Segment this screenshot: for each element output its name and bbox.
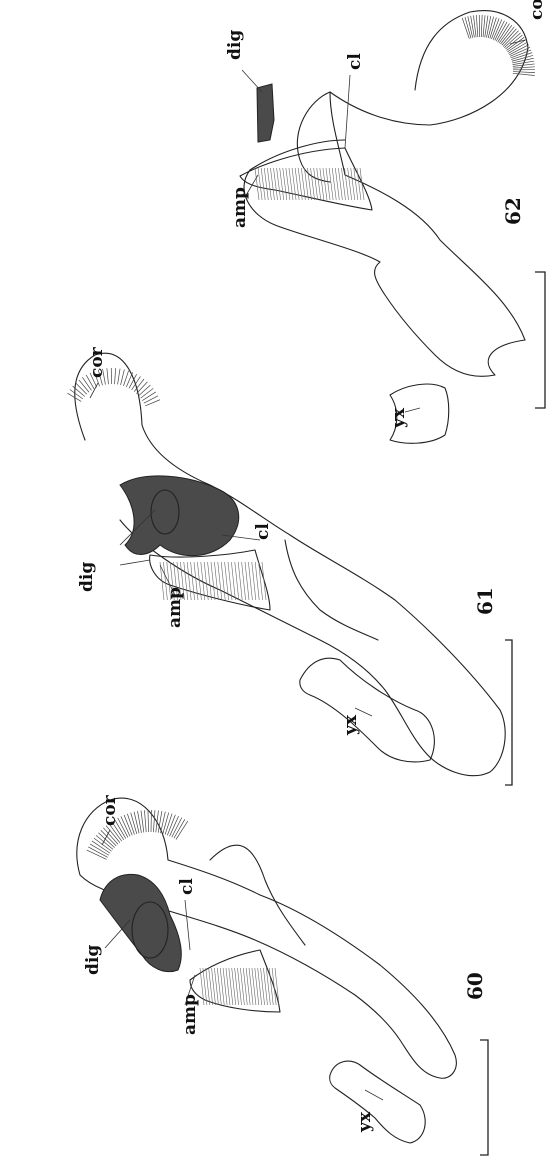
hatch-line bbox=[255, 562, 259, 600]
fig62-cuspis-hatch bbox=[255, 168, 364, 200]
corona-spine bbox=[498, 24, 510, 43]
corona-spine bbox=[504, 33, 520, 48]
corona-spine bbox=[76, 383, 87, 394]
fig62-number: 62 bbox=[501, 197, 525, 225]
hatch-line bbox=[242, 562, 246, 600]
corona-spine bbox=[153, 810, 155, 832]
hatch-line bbox=[245, 562, 249, 600]
fig62-dig-leader bbox=[242, 70, 262, 92]
hatch-line bbox=[238, 562, 242, 600]
hatch-line bbox=[262, 562, 266, 600]
hatch-line bbox=[248, 562, 252, 600]
corona-spine bbox=[96, 835, 113, 849]
fig61-juxta-leader bbox=[355, 708, 372, 716]
fig61-label-cor: cor bbox=[87, 346, 107, 378]
corona-spine bbox=[82, 377, 91, 390]
fig60-cuspis-hatch bbox=[200, 968, 279, 1005]
corona-spine bbox=[118, 369, 120, 385]
hatch-line bbox=[204, 562, 208, 600]
hatch-line bbox=[231, 562, 235, 600]
fig62-valve-outline bbox=[244, 11, 528, 377]
corona-spine bbox=[70, 390, 83, 399]
corona-spine bbox=[79, 380, 89, 392]
hatch-line bbox=[235, 562, 239, 600]
corona-spine bbox=[139, 385, 151, 396]
fig60-number: 60 bbox=[463, 972, 487, 1000]
fig62-digitus bbox=[257, 84, 274, 142]
corona-spine bbox=[94, 838, 112, 851]
fig60-juxta bbox=[330, 1061, 426, 1143]
fig60-label-yx: yx bbox=[355, 1111, 375, 1133]
figure-60 bbox=[77, 798, 488, 1155]
corona-spine bbox=[483, 15, 485, 37]
fig62-label-cor: cor bbox=[527, 0, 547, 20]
hatch-line bbox=[218, 562, 222, 600]
fig62-corona bbox=[462, 15, 535, 75]
corona-spine bbox=[67, 393, 81, 401]
corona-spine bbox=[513, 72, 535, 73]
corona-spine bbox=[121, 369, 125, 385]
corona-spine bbox=[481, 15, 482, 37]
corona-spine bbox=[508, 40, 526, 52]
corona-spine bbox=[144, 396, 158, 403]
fig60-label-cl: cl bbox=[177, 878, 197, 895]
fig62-label-dig: dig bbox=[225, 30, 245, 60]
fig61-valve-outline bbox=[75, 353, 505, 775]
corona-spine bbox=[115, 368, 116, 384]
corona-spine bbox=[144, 810, 146, 832]
fig61-label-yx: yx bbox=[341, 714, 361, 736]
fig61-juxta bbox=[300, 658, 435, 762]
corona-spine bbox=[141, 388, 154, 398]
fig62-scale-bar bbox=[535, 272, 545, 408]
corona-spine bbox=[476, 15, 477, 37]
corona-spine bbox=[163, 813, 169, 834]
fig61-label-cl: cl bbox=[253, 523, 273, 540]
fig61-number: 61 bbox=[473, 587, 497, 615]
hatch-line bbox=[187, 562, 191, 600]
hatch-line bbox=[252, 562, 256, 600]
hatch-line bbox=[214, 562, 218, 600]
hatch-line bbox=[194, 562, 198, 600]
corona-spine bbox=[145, 400, 160, 406]
corona-spine bbox=[131, 813, 137, 834]
fig61-label-amp: amp bbox=[165, 587, 185, 628]
fig60-cl-leader bbox=[185, 900, 190, 950]
fig62-cl-leader bbox=[345, 75, 350, 148]
corona-spine bbox=[142, 392, 155, 401]
fig61-scale-bar bbox=[505, 640, 512, 785]
fig61-label-dig: dig bbox=[77, 562, 97, 592]
fig61-inner-curve bbox=[285, 540, 378, 640]
hatch-line bbox=[160, 562, 164, 600]
hatch-line bbox=[208, 562, 212, 600]
fig61-dig-leader-b bbox=[120, 560, 150, 565]
fig60-label-amp: amp bbox=[180, 994, 200, 1035]
corona-spine bbox=[73, 386, 85, 396]
fig60-scale-bar bbox=[480, 1040, 488, 1155]
fig60-label-dig: dig bbox=[83, 945, 103, 975]
fig60-label-cor: cor bbox=[100, 794, 120, 826]
corona-spine bbox=[513, 67, 535, 68]
corona-spine bbox=[141, 811, 144, 833]
hatch-line bbox=[191, 562, 195, 600]
corona-spine bbox=[98, 833, 114, 848]
fig60-juxta-leader bbox=[365, 1090, 383, 1100]
figure-61 bbox=[67, 353, 512, 785]
fig62-label-amp: amp bbox=[230, 187, 250, 228]
corona-spine bbox=[136, 382, 147, 394]
fig62-label-yx: yx bbox=[389, 407, 409, 429]
corona-spine bbox=[107, 368, 109, 384]
fig61-corona bbox=[67, 368, 159, 406]
fig60-digitus bbox=[100, 874, 181, 971]
corona-spine bbox=[148, 810, 149, 832]
corona-spine bbox=[103, 828, 118, 844]
hatch-line bbox=[211, 562, 215, 600]
corona-spine bbox=[513, 73, 535, 75]
fig60-inner-curve bbox=[210, 845, 305, 945]
fig62-label-cl: cl bbox=[345, 53, 365, 70]
hatch-line bbox=[221, 562, 225, 600]
figure-62 bbox=[240, 11, 545, 444]
hatch-line bbox=[225, 562, 229, 600]
